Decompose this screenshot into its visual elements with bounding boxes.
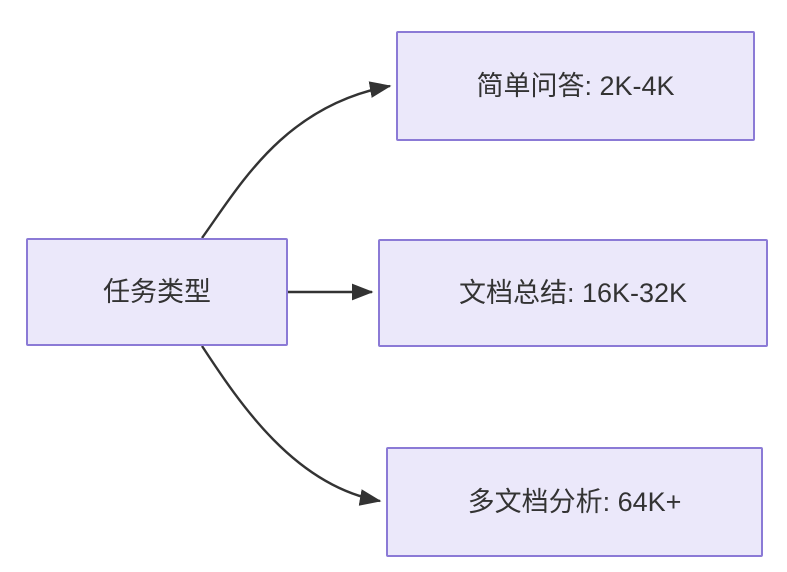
node-doc-summary[interactable]: 文档总结: 16K-32K <box>378 239 768 347</box>
node-multi-doc-label: 多文档分析: 64K+ <box>467 486 682 517</box>
node-task-type[interactable]: 任务类型 <box>26 238 288 346</box>
node-simple-qa-label: 简单问答: 2K-4K <box>476 70 675 101</box>
node-task-type-label: 任务类型 <box>103 276 211 307</box>
edge-root-to-simple-qa <box>201 81 392 239</box>
node-simple-qa[interactable]: 简单问答: 2K-4K <box>396 31 755 141</box>
node-doc-summary-label: 文档总结: 16K-32K <box>458 277 688 308</box>
node-multi-doc[interactable]: 多文档分析: 64K+ <box>386 447 763 557</box>
edge-root-to-multi-doc <box>200 345 382 506</box>
